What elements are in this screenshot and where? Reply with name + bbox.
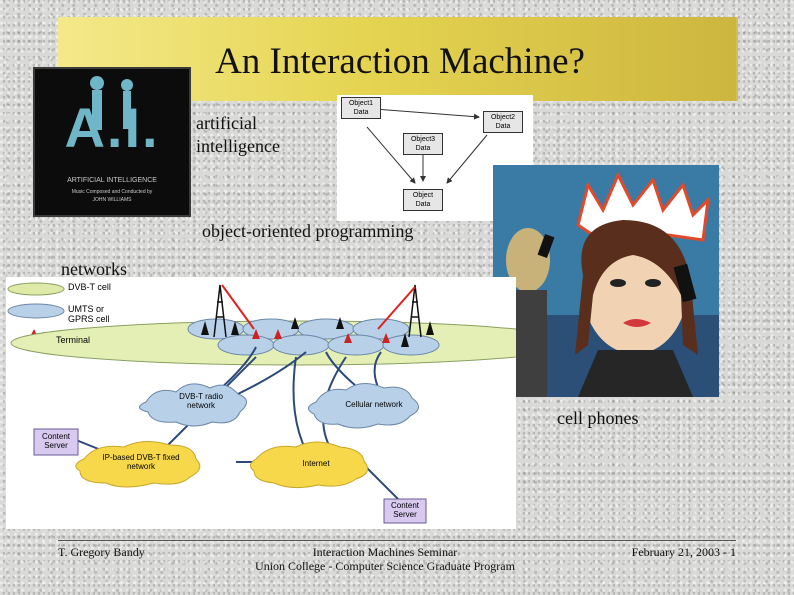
ai-poster-image: A.I. ARTIFICIAL INTELLIGENCE Music Compo…	[33, 67, 191, 217]
oop-node-object3: Object3 Data	[403, 133, 443, 155]
networks-label: networks	[61, 259, 127, 279]
footer-seminar: Interaction Machines Seminar	[312, 545, 458, 559]
slide-title: An Interaction Machine?	[215, 41, 585, 82]
cell-phones-label: cell phones	[557, 408, 639, 428]
legend-umts-cell: UMTS or GPRS cell	[68, 304, 110, 324]
footer-divider	[58, 540, 736, 541]
legend-terminal: Terminal	[56, 335, 91, 345]
oop-node-object: Object Data	[403, 189, 443, 211]
cloud-ip-dvbt: IP-based DVB-T fixed network	[102, 453, 180, 471]
footer-author: T. Gregory Bandy	[58, 545, 145, 559]
cloud-internet: Internet	[302, 459, 330, 468]
cell-phones-painting	[493, 165, 719, 397]
ai-label: artificial intelligence	[196, 113, 280, 156]
oop-node-object2: Object2 Data	[483, 111, 523, 133]
legend-dvbt-cell: DVB-T cell	[68, 282, 111, 292]
content-server-right: Content Server	[390, 501, 420, 519]
ai-poster-credit: Music Composed and Conducted by	[71, 189, 153, 195]
footer-date-page: February 21, 2003 - 1	[631, 545, 736, 559]
oop-label: object-oriented programming	[202, 221, 414, 241]
footer-program: Union College - Computer Science Graduat…	[255, 559, 515, 573]
cloud-cellular: Cellular network	[345, 400, 403, 409]
network-diagram: DVB-T cell UMTS or GPRS cell Terminal DV…	[6, 277, 582, 529]
ai-poster-title: A.I.	[64, 96, 160, 159]
cloud-dvbt-radio: DVB-T radio network	[179, 392, 223, 410]
oop-node-object1: Object1 Data	[341, 97, 381, 119]
content-server-left: Content Server	[41, 432, 71, 450]
figures-icon	[90, 76, 133, 130]
ai-poster-composer: JOHN WILLIAMS	[92, 197, 132, 203]
ai-poster-subtitle: ARTIFICIAL INTELLIGENCE	[67, 177, 157, 184]
